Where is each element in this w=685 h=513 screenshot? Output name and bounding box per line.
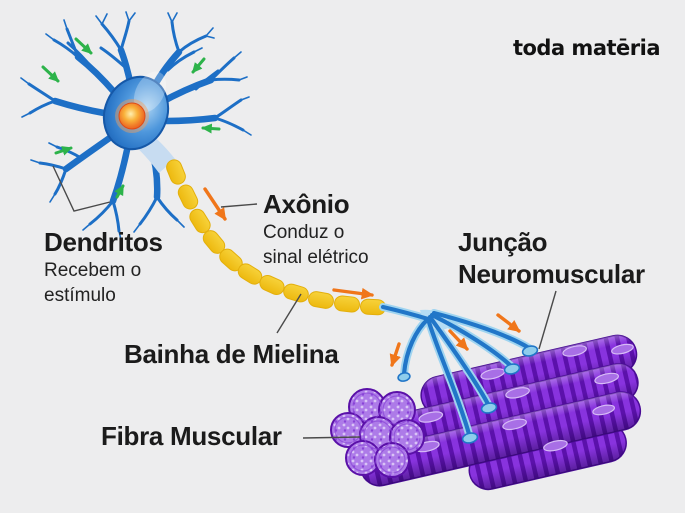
muscle-nucleus xyxy=(543,439,568,452)
dendritos-title: Dendritos xyxy=(44,227,163,257)
signal-arrow xyxy=(332,287,374,300)
stimulus-arrows xyxy=(41,37,221,199)
signal-arrow xyxy=(203,187,227,221)
stimulus-arrow xyxy=(201,123,221,134)
neuron xyxy=(20,11,252,241)
leader-line-dendritos xyxy=(52,165,111,212)
axonio-desc-line1: Conduz o xyxy=(263,222,345,243)
leader-line-fibra xyxy=(302,436,361,439)
leader-line-juncao xyxy=(538,290,557,350)
signal-arrow xyxy=(448,329,469,351)
synaptic-bouton xyxy=(480,402,498,414)
terminal-branch xyxy=(380,304,431,322)
terminal-branch xyxy=(400,315,432,378)
terminal-branch xyxy=(429,312,514,369)
dendritos-desc-line2: estímulo xyxy=(44,285,116,306)
myelin-segment xyxy=(283,283,309,303)
leader-line-bainha xyxy=(276,293,302,334)
signal-arrow xyxy=(389,342,401,367)
juncao-title-line1: Junção xyxy=(458,227,548,257)
stimulus-arrow xyxy=(114,184,125,199)
leader-line-axonio xyxy=(220,203,258,208)
label-dendritos: Dendritos Recebem o estímulo xyxy=(44,226,163,308)
synaptic-bouton xyxy=(521,345,539,357)
bainha-title: Bainha de Mielina xyxy=(124,339,339,369)
muscle-fiber-bundle xyxy=(330,334,642,491)
axonio-desc-line2: sinal elétrico xyxy=(263,247,369,268)
synaptic-bouton xyxy=(503,363,521,375)
stimulus-arrow xyxy=(191,57,206,74)
terminal-branch xyxy=(427,314,491,407)
juncao-title-line2: Neuromuscular xyxy=(458,259,645,289)
muscle-fiber xyxy=(420,334,638,416)
soma-highlight xyxy=(133,71,167,113)
synaptic-bouton xyxy=(397,372,411,382)
synaptic-boutons xyxy=(397,345,539,444)
muscle-nucleus xyxy=(502,418,527,431)
label-axonio: Axônio Conduz o sinal elétrico xyxy=(263,188,369,270)
muscle-nucleus xyxy=(592,404,615,416)
myelin-sheath xyxy=(166,159,386,316)
label-juncao-neuromuscular: Junção Neuromuscular xyxy=(458,226,645,290)
stimulus-arrow xyxy=(74,37,93,55)
muscle-nucleus xyxy=(611,343,634,355)
stimulus-arrow xyxy=(41,65,60,83)
muscle-nucleus xyxy=(418,411,444,423)
axonio-title: Axônio xyxy=(263,189,350,219)
label-bainha-de-mielina: Bainha de Mielina xyxy=(124,338,339,370)
muscle-fiber xyxy=(359,391,642,487)
muscle-nuclei xyxy=(415,343,634,453)
label-fibra-muscular: Fibra Muscular xyxy=(101,420,282,452)
terminal-branch xyxy=(431,310,532,351)
fibra-title: Fibra Muscular xyxy=(101,421,282,451)
terminal-branch xyxy=(425,316,472,437)
muscle-nucleus xyxy=(594,372,619,385)
muscle-nucleus xyxy=(505,387,530,399)
muscle-nucleus xyxy=(562,345,587,357)
dendritos-desc-line1: Recebem o xyxy=(44,260,142,281)
toda-materia-logo: toda matēria xyxy=(512,36,661,60)
leader-lines xyxy=(52,165,557,439)
myelin-segment xyxy=(177,184,199,210)
axon-terminal xyxy=(379,303,539,444)
terminal-branch xyxy=(401,316,431,377)
signal-arrow xyxy=(496,313,521,333)
muscle-fiber-cross-sections xyxy=(330,388,425,478)
muscle-fiber-cross-section xyxy=(374,442,410,478)
myelin-segment xyxy=(308,291,334,309)
nucleus xyxy=(118,102,146,130)
synaptic-bouton xyxy=(461,432,479,444)
myelin-segment xyxy=(166,159,186,185)
stimulus-arrow xyxy=(54,146,73,156)
signal-arrows xyxy=(203,187,521,367)
myelin-segment xyxy=(334,295,360,313)
